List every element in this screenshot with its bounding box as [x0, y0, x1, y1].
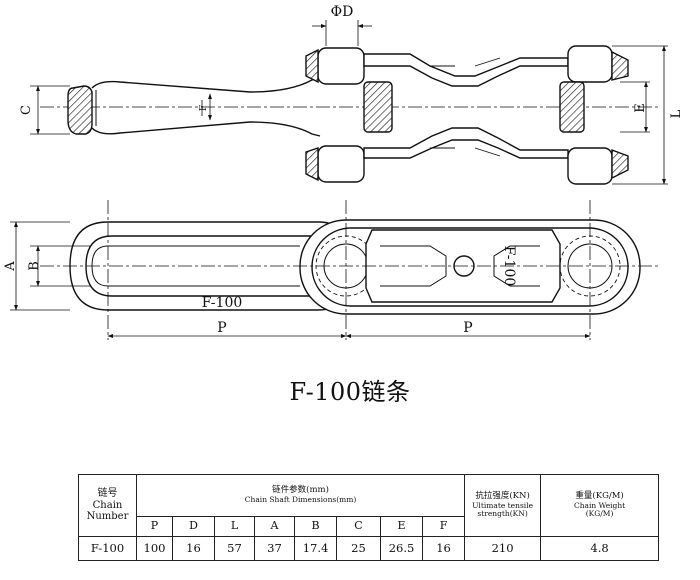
chain-technical-drawing: ΦD C E L F	[3, 4, 684, 340]
cell-L: 57	[214, 536, 255, 561]
center-link-inner	[311, 227, 629, 307]
link-mark-bottom: F-100	[202, 295, 243, 311]
bottom-dimensions	[10, 221, 591, 338]
header-weight: 重量(KG/M) Chain Weight (KG/M)	[540, 474, 660, 537]
side-plate-bottom	[363, 127, 569, 159]
dim-label-L: L	[669, 109, 684, 118]
link-shaft	[91, 77, 321, 137]
bottom-centerlines	[40, 200, 660, 340]
cell-F: 16	[421, 536, 466, 561]
drawing-caption: F-100链条	[289, 378, 411, 406]
col-E: E	[380, 516, 423, 537]
bottom-view	[69, 219, 641, 315]
spec-table: 链号 Chain Number 链件参数(mm) Chain Shaft Dim…	[78, 474, 660, 561]
col-F: F	[421, 516, 466, 537]
col-A: A	[254, 516, 295, 537]
table-row: F-100 100 16 57 37 17.4 25 26.5 16 210 4…	[78, 536, 660, 561]
cell-D: 16	[172, 536, 215, 561]
col-C: C	[336, 516, 381, 537]
dim-label-B: B	[27, 261, 42, 271]
cell-P: 100	[136, 536, 173, 561]
cell-weight: 4.8	[540, 536, 660, 561]
pin-left-top	[317, 47, 365, 85]
dim-label-E: E	[633, 103, 648, 113]
forged-end-section	[67, 85, 93, 135]
col-D: D	[172, 516, 215, 537]
pin-right-bottom-hatch	[611, 148, 629, 180]
dim-label-P-right: P	[463, 320, 472, 336]
dim-label-F: F	[199, 105, 209, 111]
cell-B: 17.4	[294, 536, 337, 561]
col-L: L	[214, 516, 255, 537]
pin-right-bottom	[567, 147, 613, 185]
header-dimensions: 链件参数(mm) Chain Shaft Dimensions(mm)	[135, 474, 466, 517]
col-B: B	[294, 516, 337, 537]
pin-right-top-hatch	[611, 50, 629, 81]
long-link-inner	[85, 235, 311, 297]
top-dimensions	[30, 20, 668, 185]
col-P: P	[136, 516, 173, 537]
dim-label-phiD: ΦD	[331, 4, 354, 20]
side-plate-top	[363, 53, 569, 87]
dim-label-A: A	[3, 261, 18, 272]
cell-C: 25	[336, 536, 381, 561]
plate-mark-center: F-100	[501, 246, 517, 287]
pin-left-top-hatch	[305, 48, 319, 84]
cell-A: 37	[254, 536, 295, 561]
cell-chain-number: F-100	[78, 536, 137, 561]
pin-right-top	[567, 45, 613, 83]
header-chain-number: 链号 Chain Number	[78, 474, 137, 537]
cell-E: 26.5	[380, 536, 423, 561]
right-block-hatch	[559, 81, 585, 133]
dim-label-P-left: P	[217, 320, 226, 336]
top-view	[40, 45, 660, 185]
left-block-hatch	[363, 81, 393, 133]
header-tensile: 抗拉强度(KN) Ultimate tensile strength(KN)	[464, 474, 542, 537]
dim-label-C: C	[19, 105, 34, 115]
cell-tensile: 210	[464, 536, 542, 561]
pin-left-bottom-hatch	[305, 147, 319, 182]
pin-left-bottom	[317, 145, 365, 183]
